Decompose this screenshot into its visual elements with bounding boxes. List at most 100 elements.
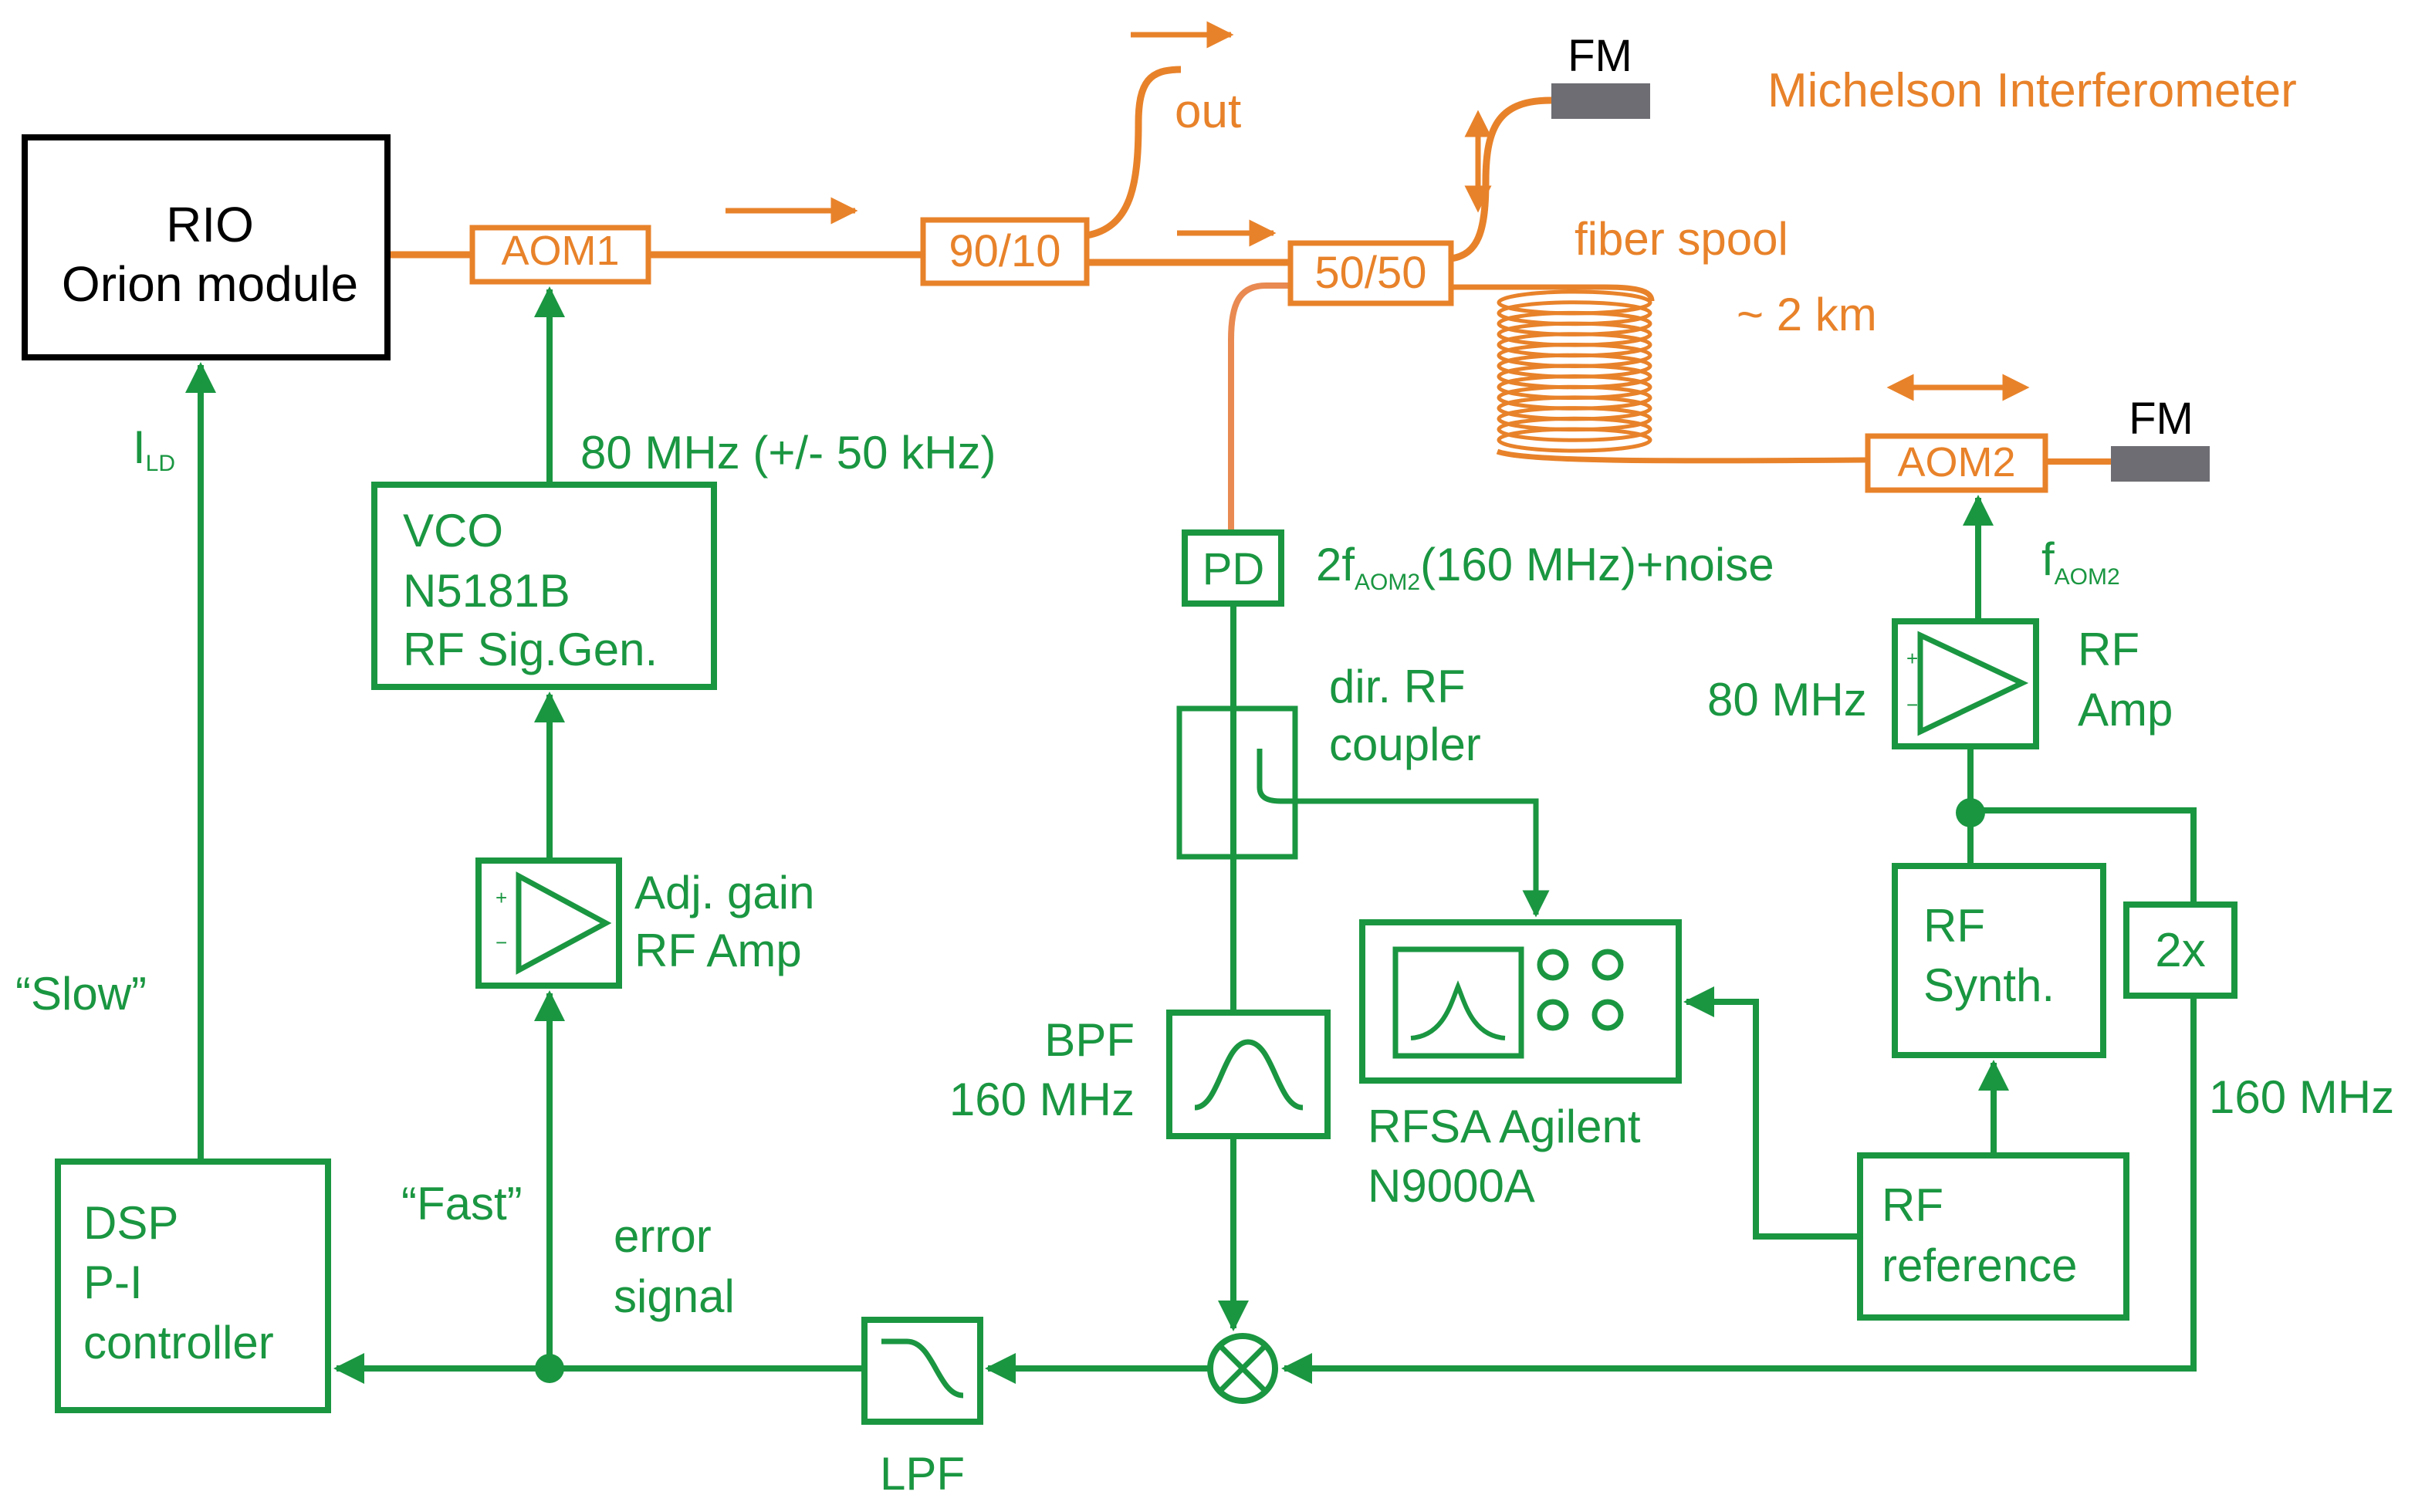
bpf-label-line2: 160 MHz	[949, 1074, 1135, 1125]
splitter-90-10-label: 90/10	[949, 226, 1060, 276]
faraday-mirror-right	[2111, 446, 2210, 482]
i-ld-label: ILD	[133, 421, 175, 476]
lowpass-filter-box	[861, 1317, 983, 1425]
rf-amp2-minus: −	[1906, 693, 1918, 716]
dsp-controller-box	[55, 1159, 331, 1413]
vco-label-line1: VCO	[403, 505, 503, 556]
dsp-label-line1: DSP	[83, 1197, 178, 1249]
rfsa-knob-2	[1591, 949, 1624, 981]
optical-section: AOM1 90/10 50/50 AOM2 FM FM Michelson In…	[387, 21, 2297, 533]
coupler-label-line1: dir. RF	[1329, 661, 1466, 712]
fast-label: “Fast”	[401, 1178, 523, 1230]
rf-ref-label-line2: reference	[1882, 1240, 2077, 1291]
wire-junction-to-doubler	[1970, 807, 2197, 905]
amp2-label-line2: Amp	[2078, 684, 2173, 736]
rf-synth-label-line2: Synth.	[1923, 959, 2055, 1011]
fiber-9010-out	[1086, 66, 1182, 239]
pd-signal-post: (160 MHz)+noise	[1420, 539, 1774, 590]
aom1-label: AOM1	[501, 228, 619, 274]
rio-orion-module-box	[22, 134, 391, 360]
lpf-label: LPF	[880, 1448, 965, 1500]
adj-amp-label-line1: Adj. gain	[634, 867, 815, 918]
aom2-box	[1865, 433, 2048, 493]
i-ld-main: I	[133, 421, 146, 473]
splitter-50-50-label: 50/50	[1314, 248, 1426, 298]
fiber-5050-spool	[1451, 284, 1655, 302]
error-signal-label-line2: signal	[614, 1270, 735, 1322]
adj-gain-amp-box	[475, 857, 622, 989]
out-label: out	[1175, 85, 1241, 138]
pd-signal-label: 2fAOM2(160 MHz)+noise	[1316, 539, 1774, 595]
amp2-label-line1: RF	[2078, 624, 2139, 675]
michelson-label: Michelson Interferometer	[1767, 64, 2297, 117]
electronic-section: RIO Orion module VCO N5181B RF Sig.Gen. …	[15, 134, 2394, 1500]
faraday-mirror-top	[1551, 83, 1650, 119]
spectrum-analyzer-icon	[1410, 980, 1506, 1040]
amplifier-icon	[516, 871, 612, 975]
vco-label-line2: N5181B	[403, 565, 570, 617]
doubler-freq-label: 160 MHz	[2209, 1071, 2394, 1123]
rf-synth-label-line1: RF	[1923, 900, 1985, 952]
rf-ref-label-line1: RF	[1882, 1179, 1943, 1231]
i-ld-sub: LD	[146, 451, 175, 476]
rf-amp2-plus: +	[1906, 647, 1918, 670]
splitter-90-10-box	[920, 217, 1090, 286]
fm-right-label: FM	[2129, 394, 2194, 444]
amplifier-icon	[1917, 631, 2029, 736]
vco-label-line3: RF Sig.Gen.	[403, 624, 658, 675]
bandpass-filter-box	[1166, 1010, 1331, 1139]
frequency-doubler-box	[2123, 901, 2238, 999]
splitter-50-50-box	[1287, 240, 1454, 306]
rfsa-knob-3	[1537, 999, 1569, 1031]
vco-freq-label: 80 MHz (+/- 50 kHz)	[580, 427, 996, 479]
fiber-spool-aom2	[1496, 448, 1869, 464]
fiber-coil-turn	[1497, 416, 1652, 442]
vco-box	[371, 482, 717, 690]
mixer-x-line-2	[1219, 1345, 1267, 1392]
spool-length-label: ~ 2 km	[1737, 289, 1877, 340]
error-signal-label-line1: error	[614, 1210, 712, 1262]
dsp-label-line3: controller	[83, 1317, 274, 1368]
fiber-5050-pd	[1228, 282, 1290, 533]
pd-label: PD	[1202, 544, 1265, 594]
rfsa-knob-4	[1591, 999, 1624, 1031]
bandpass-curve-icon	[1194, 1039, 1304, 1111]
pd-signal-sub: AOM2	[1355, 570, 1420, 595]
error-signal-junction	[535, 1354, 564, 1383]
rfsa-analyzer-box	[1359, 919, 1682, 1084]
fiber-coil-icon	[1497, 289, 1652, 453]
amp2-freq-label: 80 MHz	[1707, 674, 1867, 726]
f-aom2-sub: AOM2	[2055, 564, 2120, 590]
bpf-label-line1: BPF	[1044, 1014, 1135, 1066]
rfsa-label-line1: RFSA Agilent	[1368, 1101, 1641, 1152]
adj-amp-label-line2: RF Amp	[634, 925, 802, 976]
adj-amp-plus: +	[496, 886, 507, 909]
rfsa-screen	[1392, 946, 1524, 1059]
rio-label-line2: Orion module	[62, 256, 358, 312]
fm-top-label: FM	[1568, 31, 1632, 81]
rfsa-label-line2: N9000A	[1368, 1160, 1535, 1212]
fiber-spool-label: fiber spool	[1575, 213, 1788, 265]
wire-doubler-to-mixer	[1281, 996, 2197, 1384]
coupler-label-line2: coupler	[1329, 719, 1481, 770]
wire-rfref-to-rfsa	[1683, 986, 1860, 1240]
fiber-5050-fm	[1450, 96, 1552, 262]
rf-synth-box	[1892, 863, 2106, 1058]
wire-coupler-to-rfsa	[1257, 749, 1550, 918]
rfsa-knob-1	[1537, 949, 1569, 981]
f-aom2-main: f	[2041, 533, 2055, 585]
rf-amp2-box	[1892, 618, 2039, 749]
fiber-coil-turn	[1497, 427, 1652, 453]
rio-label-line1: RIO	[166, 197, 254, 252]
slow-label: “Slow”	[15, 968, 147, 1020]
doubler-label: 2x	[2155, 924, 2205, 977]
pd-signal-pre: 2f	[1316, 539, 1355, 590]
lowpass-curve-icon	[881, 1338, 964, 1399]
dir-rf-coupler-box	[1176, 705, 1298, 860]
aom2-label: AOM2	[1897, 439, 2015, 485]
dsp-label-line2: P-I	[83, 1257, 143, 1308]
aom1-box	[469, 225, 651, 285]
f-aom2-label: fAOM2	[2041, 533, 2120, 590]
adj-amp-minus: −	[496, 931, 507, 954]
